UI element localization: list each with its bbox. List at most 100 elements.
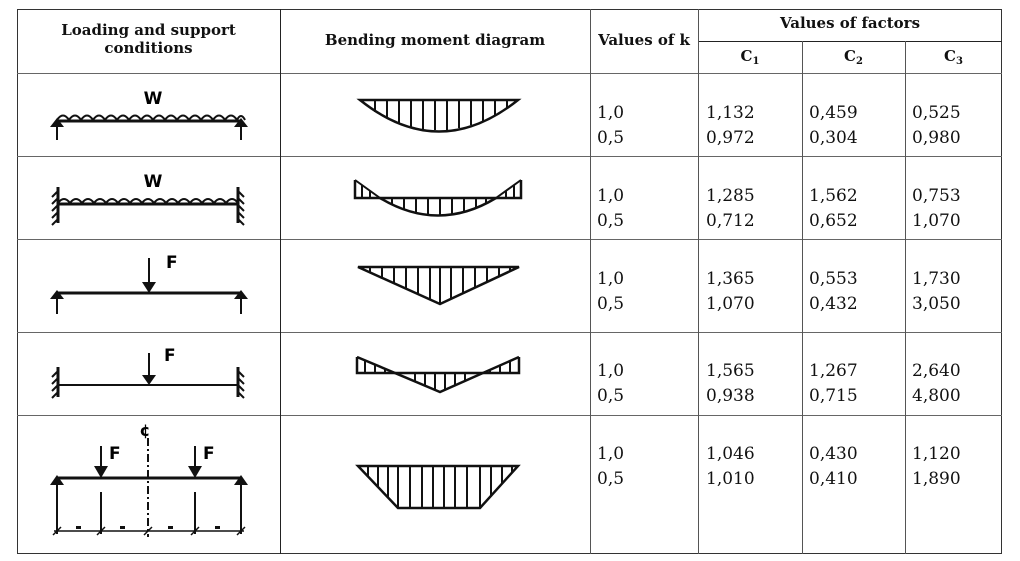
c1-sub: 1 <box>752 56 760 67</box>
c1-value: 1,046 <box>706 444 755 464</box>
c2-values: 0,459 0,304 <box>809 101 858 151</box>
k-value: 1,0 <box>597 103 625 123</box>
c3-value: 3,050 <box>912 294 961 314</box>
c1-values: 1,365 1,070 <box>706 267 755 317</box>
c2-value: 0,652 <box>809 211 858 231</box>
c1-value: 0,972 <box>706 128 755 148</box>
c1-values: 1,565 0,938 <box>706 359 755 409</box>
header-c1: C1 <box>698 47 802 71</box>
k-value: 1,0 <box>597 269 625 289</box>
c3-value: 1,120 <box>912 444 961 464</box>
c1-value: 0,938 <box>706 386 755 406</box>
k-value: 0,5 <box>597 128 625 148</box>
moment-diagram-fixed-uniform <box>353 179 523 217</box>
header-loading-support: Loading and support conditions <box>17 21 280 57</box>
c2-values: 0,430 0,410 <box>809 442 858 492</box>
header-bending-moment: Bending moment diagram <box>324 31 546 49</box>
c1-base: C <box>740 47 753 65</box>
c3-value: 4,800 <box>912 386 961 406</box>
c2-base: C <box>844 47 856 65</box>
c1-values: 1,132 0,972 <box>706 101 755 151</box>
load-label-w: W <box>144 89 163 109</box>
c2-value: 0,459 <box>809 103 858 123</box>
header-line-2: conditions <box>104 39 193 57</box>
loading-diagram-simple-point: F <box>50 253 248 314</box>
c3-values: 1,730 3,050 <box>912 267 961 317</box>
load-label-f: F <box>203 444 215 464</box>
c2-value: 0,410 <box>809 469 858 489</box>
loading-diagram-fixed-point: F <box>51 346 245 399</box>
c3-value: 0,980 <box>912 128 961 148</box>
load-label-f: F <box>164 346 176 366</box>
k-value: 0,5 <box>597 469 625 489</box>
c1-value: 1,565 <box>706 361 755 381</box>
k-value: 1,0 <box>597 361 625 381</box>
moment-diagram-triangular <box>357 265 520 306</box>
row-divider <box>17 239 1002 240</box>
c2-value: 1,267 <box>809 361 858 381</box>
centerline-symbol: ¢ <box>139 422 150 440</box>
c3-base: C <box>944 47 956 65</box>
header-values-of-factors: Values of factors <box>779 14 921 32</box>
subheader-divider <box>698 41 1002 42</box>
c3-values: 0,753 1,070 <box>912 184 961 234</box>
loading-diagram-two-point: ¢ F F <box>50 422 248 537</box>
k-value: 0,5 <box>597 294 625 314</box>
c1-value: 1,010 <box>706 469 755 489</box>
col-divider <box>280 9 281 554</box>
c3-values: 0,525 0,980 <box>912 101 961 151</box>
c2-sub: 2 <box>855 56 863 67</box>
c3-values: 1,120 1,890 <box>912 442 961 492</box>
c1-value: 1,285 <box>706 186 755 206</box>
k-value: 1,0 <box>597 444 625 464</box>
c2-values: 1,267 0,715 <box>809 359 858 409</box>
k-value: 0,5 <box>597 211 625 231</box>
c2-value: 0,553 <box>809 269 858 289</box>
c3-value: 0,753 <box>912 186 961 206</box>
moment-diagram-fixed-point <box>355 355 521 394</box>
loading-diagram-fixed-uniform: W <box>51 172 245 226</box>
col-divider <box>905 41 906 554</box>
c2-values: 1,562 0,652 <box>809 184 858 234</box>
col-divider <box>698 9 699 554</box>
moment-diagram-trapezoidal <box>355 464 521 510</box>
c2-value: 0,430 <box>809 444 858 464</box>
load-label-f: F <box>166 253 178 273</box>
header-divider <box>17 73 1002 74</box>
row-divider <box>17 332 1002 333</box>
c2-value: 0,432 <box>809 294 858 314</box>
row-divider <box>17 415 1002 416</box>
moment-diagram-parabolic <box>356 98 522 133</box>
c2-value: 0,715 <box>809 386 858 406</box>
k-value: 0,5 <box>597 386 625 406</box>
load-label-w: W <box>144 172 163 192</box>
c2-values: 0,553 0,432 <box>809 267 858 317</box>
c3-value: 1,730 <box>912 269 961 289</box>
c3-value: 0,525 <box>912 103 961 123</box>
c1-value: 0,712 <box>706 211 755 231</box>
c1-value: 1,070 <box>706 294 755 314</box>
col-divider <box>590 9 591 554</box>
header-values-of-k: Values of k <box>598 31 690 49</box>
c1-value: 1,365 <box>706 269 755 289</box>
c3-sub: 3 <box>955 56 963 67</box>
header-line-1: Loading and support <box>61 21 236 39</box>
c2-value: 1,562 <box>809 186 858 206</box>
c1-value: 1,132 <box>706 103 755 123</box>
col-divider <box>802 41 803 554</box>
c2-value: 0,304 <box>809 128 858 148</box>
c1-values: 1,285 0,712 <box>706 184 755 234</box>
c3-value: 1,070 <box>912 211 961 231</box>
factors-table <box>17 9 1002 554</box>
header-c2: C2 <box>802 47 905 71</box>
row-divider <box>17 156 1002 157</box>
c3-value: 1,890 <box>912 469 961 489</box>
header-c3: C3 <box>905 47 1002 71</box>
k-value: 1,0 <box>597 186 625 206</box>
c1-values: 1,046 1,010 <box>706 442 755 492</box>
